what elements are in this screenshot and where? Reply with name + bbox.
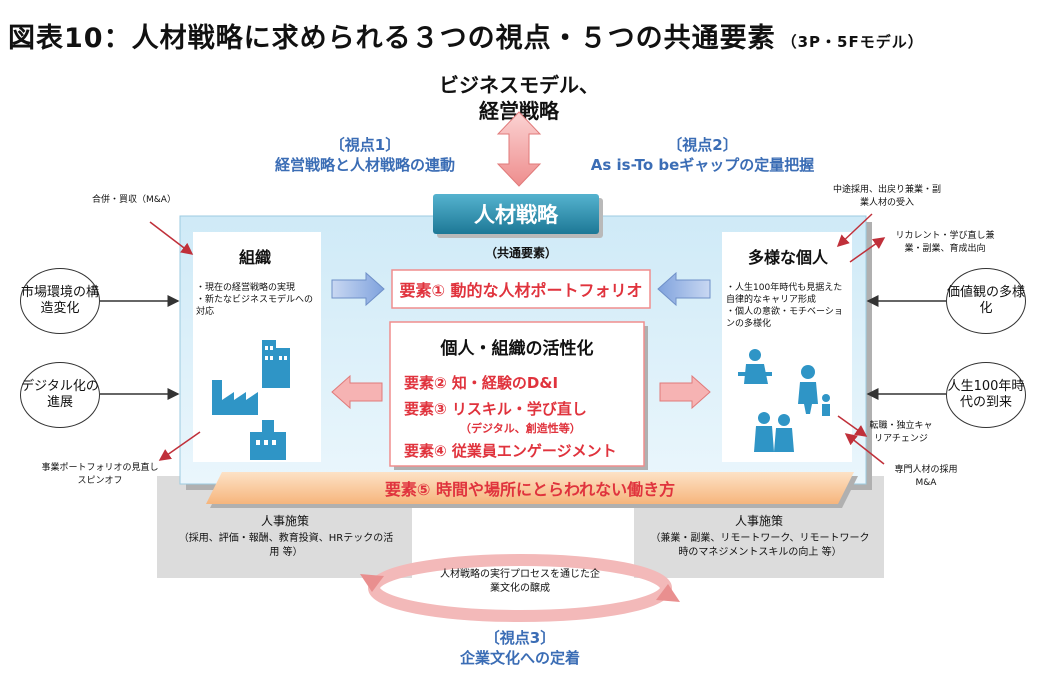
hr-left-title: 人事施策 <box>260 514 309 528</box>
page-title: 図表10：人材戦略に求められる３つの視点・５つの共通要素 （3P・5Fモデル） <box>8 16 1030 60</box>
blue-arrow-left <box>331 271 385 307</box>
element4-text: 要素④ 従業員エンゲージメント <box>404 442 617 460</box>
building-icon <box>276 348 290 388</box>
pink-arrow-right <box>659 374 711 410</box>
common-elements-label: （共通要素） <box>484 246 557 260</box>
element1-box <box>391 269 651 309</box>
arrow-midcareer <box>836 213 873 248</box>
element2-text: 要素② 知・経験のD&I <box>404 374 559 392</box>
circle-values: 価値観の多様化 <box>946 268 1026 334</box>
pink-arrow-left <box>331 374 383 410</box>
building-icon <box>262 340 276 388</box>
viewpoint-2-label: 〔視点2〕 <box>667 136 738 154</box>
element5-band <box>206 472 854 504</box>
strategy-title: 人材戦略 <box>474 203 558 227</box>
process-text: 人材戦略の実行プロセスを通じた企業文化の醸成 <box>440 569 600 594</box>
blue-arrow-right <box>657 271 711 307</box>
hr-left-body: （採用、評価・報酬、教育投資、HRテックの活用 等） <box>178 533 394 558</box>
elderly-icon <box>778 414 790 426</box>
viewpoint-3-text: 企業文化への定着 <box>459 649 580 667</box>
people-icons <box>738 349 830 452</box>
child-icon <box>822 394 830 402</box>
business-model-text: ビジネスモデル、 経営戦略 <box>419 72 619 124</box>
annotation-recurrent: リカレント・学び直し兼業・副業、育成出向 <box>895 231 995 254</box>
title-sub: （3P・5Fモデル） <box>781 33 924 51</box>
annotation-midcareer: 中途採用、出戻り兼業・副業人材の受入 <box>832 185 941 208</box>
arrow-spinoff <box>158 431 201 461</box>
circle-digital: デジタル化の進展 <box>20 362 100 428</box>
arrow-recurrent <box>849 237 886 263</box>
factory-icon <box>212 380 258 415</box>
process-cycle-head-left <box>360 574 384 592</box>
activation-title: 個人・組織の活性化 <box>440 339 594 359</box>
strategy-header <box>433 194 599 234</box>
activation-box <box>389 321 645 467</box>
element5-text: 要素⑤ 時間や場所にとらわれない働き方 <box>384 480 676 499</box>
org-bullets: ・現在の経営戦略の実現 ・新たなビジネスモデルへの対応 <box>196 282 320 318</box>
org-bullet-2: ・新たなビジネスモデルへの対応 <box>196 295 314 317</box>
elderly-icon <box>758 412 770 424</box>
annotation-spinoff: 事業ポートフォリオの見直しスピンオフ <box>41 463 159 486</box>
circle-life100: 人生100年時代の到来 <box>946 362 1026 428</box>
annotation-jobchange: 転職・独立キャリアチェンジ <box>869 421 933 444</box>
viewpoint-3-label: 〔視点3〕 <box>484 629 556 647</box>
title-main: 図表10：人材戦略に求められる３つの視点・５つの共通要素 <box>8 23 776 54</box>
element1-text: 要素① 動的な人材ポートフォリオ <box>399 281 643 300</box>
annotation-specialist: 専門人材の採用M&A <box>894 465 958 488</box>
process-cycle-head-right <box>656 584 680 602</box>
element3-sub: （デジタル、創造性等） <box>460 422 581 435</box>
arrow-ma <box>149 221 194 255</box>
business-model-line1: ビジネスモデル、 <box>439 73 599 97</box>
building-icon <box>262 420 274 432</box>
org-bullet-1: ・現在の経営戦略の実現 <box>196 283 296 293</box>
viewpoint-2: 〔視点2〕 As is-To beギャップの定量把握 <box>560 135 845 175</box>
viewpoint-1-text: 経営戦略と人材戦略の連動 <box>274 156 455 174</box>
org-title: 組織 <box>238 248 271 267</box>
individual-bullet-2: ・個人の意欲・モチベーションの多様化 <box>726 307 843 329</box>
viewpoint-2-text: As is-To beギャップの定量把握 <box>590 156 815 174</box>
individual-bullets: ・人生100年時代も見据えた自律的なキャリア形成 ・個人の意欲・モチベーションの… <box>726 282 850 330</box>
viewpoint-1: 〔視点1〕 経営戦略と人材戦略の連動 <box>250 135 480 175</box>
hr-right-title: 人事施策 <box>734 514 783 528</box>
double-arrow-top <box>496 111 542 187</box>
element3-text: 要素③ リスキル・学び直し <box>404 400 587 418</box>
org-panel <box>193 232 321 462</box>
viewpoint-3: 〔視点3〕 企業文化への定着 <box>410 628 630 668</box>
viewpoint-1-label: 〔視点1〕 <box>329 136 401 154</box>
arrow-jobchange <box>837 415 868 437</box>
individual-title: 多様な個人 <box>747 248 828 267</box>
hr-right-body: （兼業・副業、リモートワーク、リモートワーク時のマネジメントスキルの向上 等） <box>650 533 870 558</box>
annotation-ma: 合併・買収（M&A） <box>92 195 176 205</box>
building-icon <box>250 432 286 460</box>
person-walking-icon <box>801 365 815 379</box>
circle-market: 市場環境の構造変化 <box>20 268 100 334</box>
individual-bullet-1: ・人生100年時代も見据えた自律的なキャリア形成 <box>726 283 843 305</box>
person-desk-icon <box>749 349 761 361</box>
arrow-specialist <box>844 433 885 465</box>
